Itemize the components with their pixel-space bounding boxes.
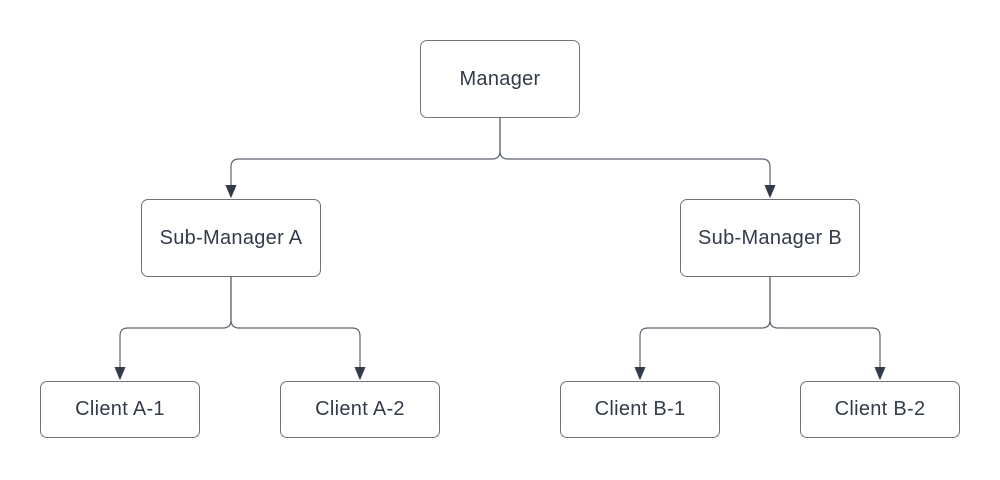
connector-sub-manager-b-to-client-b1 xyxy=(639,277,771,368)
arrowhead-sub-manager-b-to-client-b2-icon xyxy=(874,367,886,381)
node-client-b2[interactable]: Client B-2 xyxy=(800,381,960,438)
node-sub-manager-b[interactable]: Sub-Manager B xyxy=(680,199,860,277)
node-manager[interactable]: Manager xyxy=(420,40,580,118)
connector-sub-manager-a-to-client-a1 xyxy=(119,277,232,368)
connector-sub-manager-a-to-client-a2 xyxy=(230,277,361,368)
connector-sub-manager-b-to-client-b2 xyxy=(769,277,881,368)
connector-manager-to-sub-manager-b xyxy=(499,118,771,186)
node-client-a1[interactable]: Client A-1 xyxy=(40,381,200,438)
connector-manager-to-sub-manager-a xyxy=(230,118,501,186)
arrowhead-sub-manager-b-to-client-b1-icon xyxy=(634,367,646,381)
node-client-a2[interactable]: Client A-2 xyxy=(280,381,440,438)
arrowhead-sub-manager-a-to-client-a1-icon xyxy=(114,367,126,381)
arrowhead-sub-manager-a-to-client-a2-icon xyxy=(354,367,366,381)
arrowhead-manager-to-sub-manager-b-icon xyxy=(764,185,776,199)
node-sub-manager-a[interactable]: Sub-Manager A xyxy=(141,199,321,277)
arrowhead-manager-to-sub-manager-a-icon xyxy=(225,185,237,199)
node-client-b1[interactable]: Client B-1 xyxy=(560,381,720,438)
